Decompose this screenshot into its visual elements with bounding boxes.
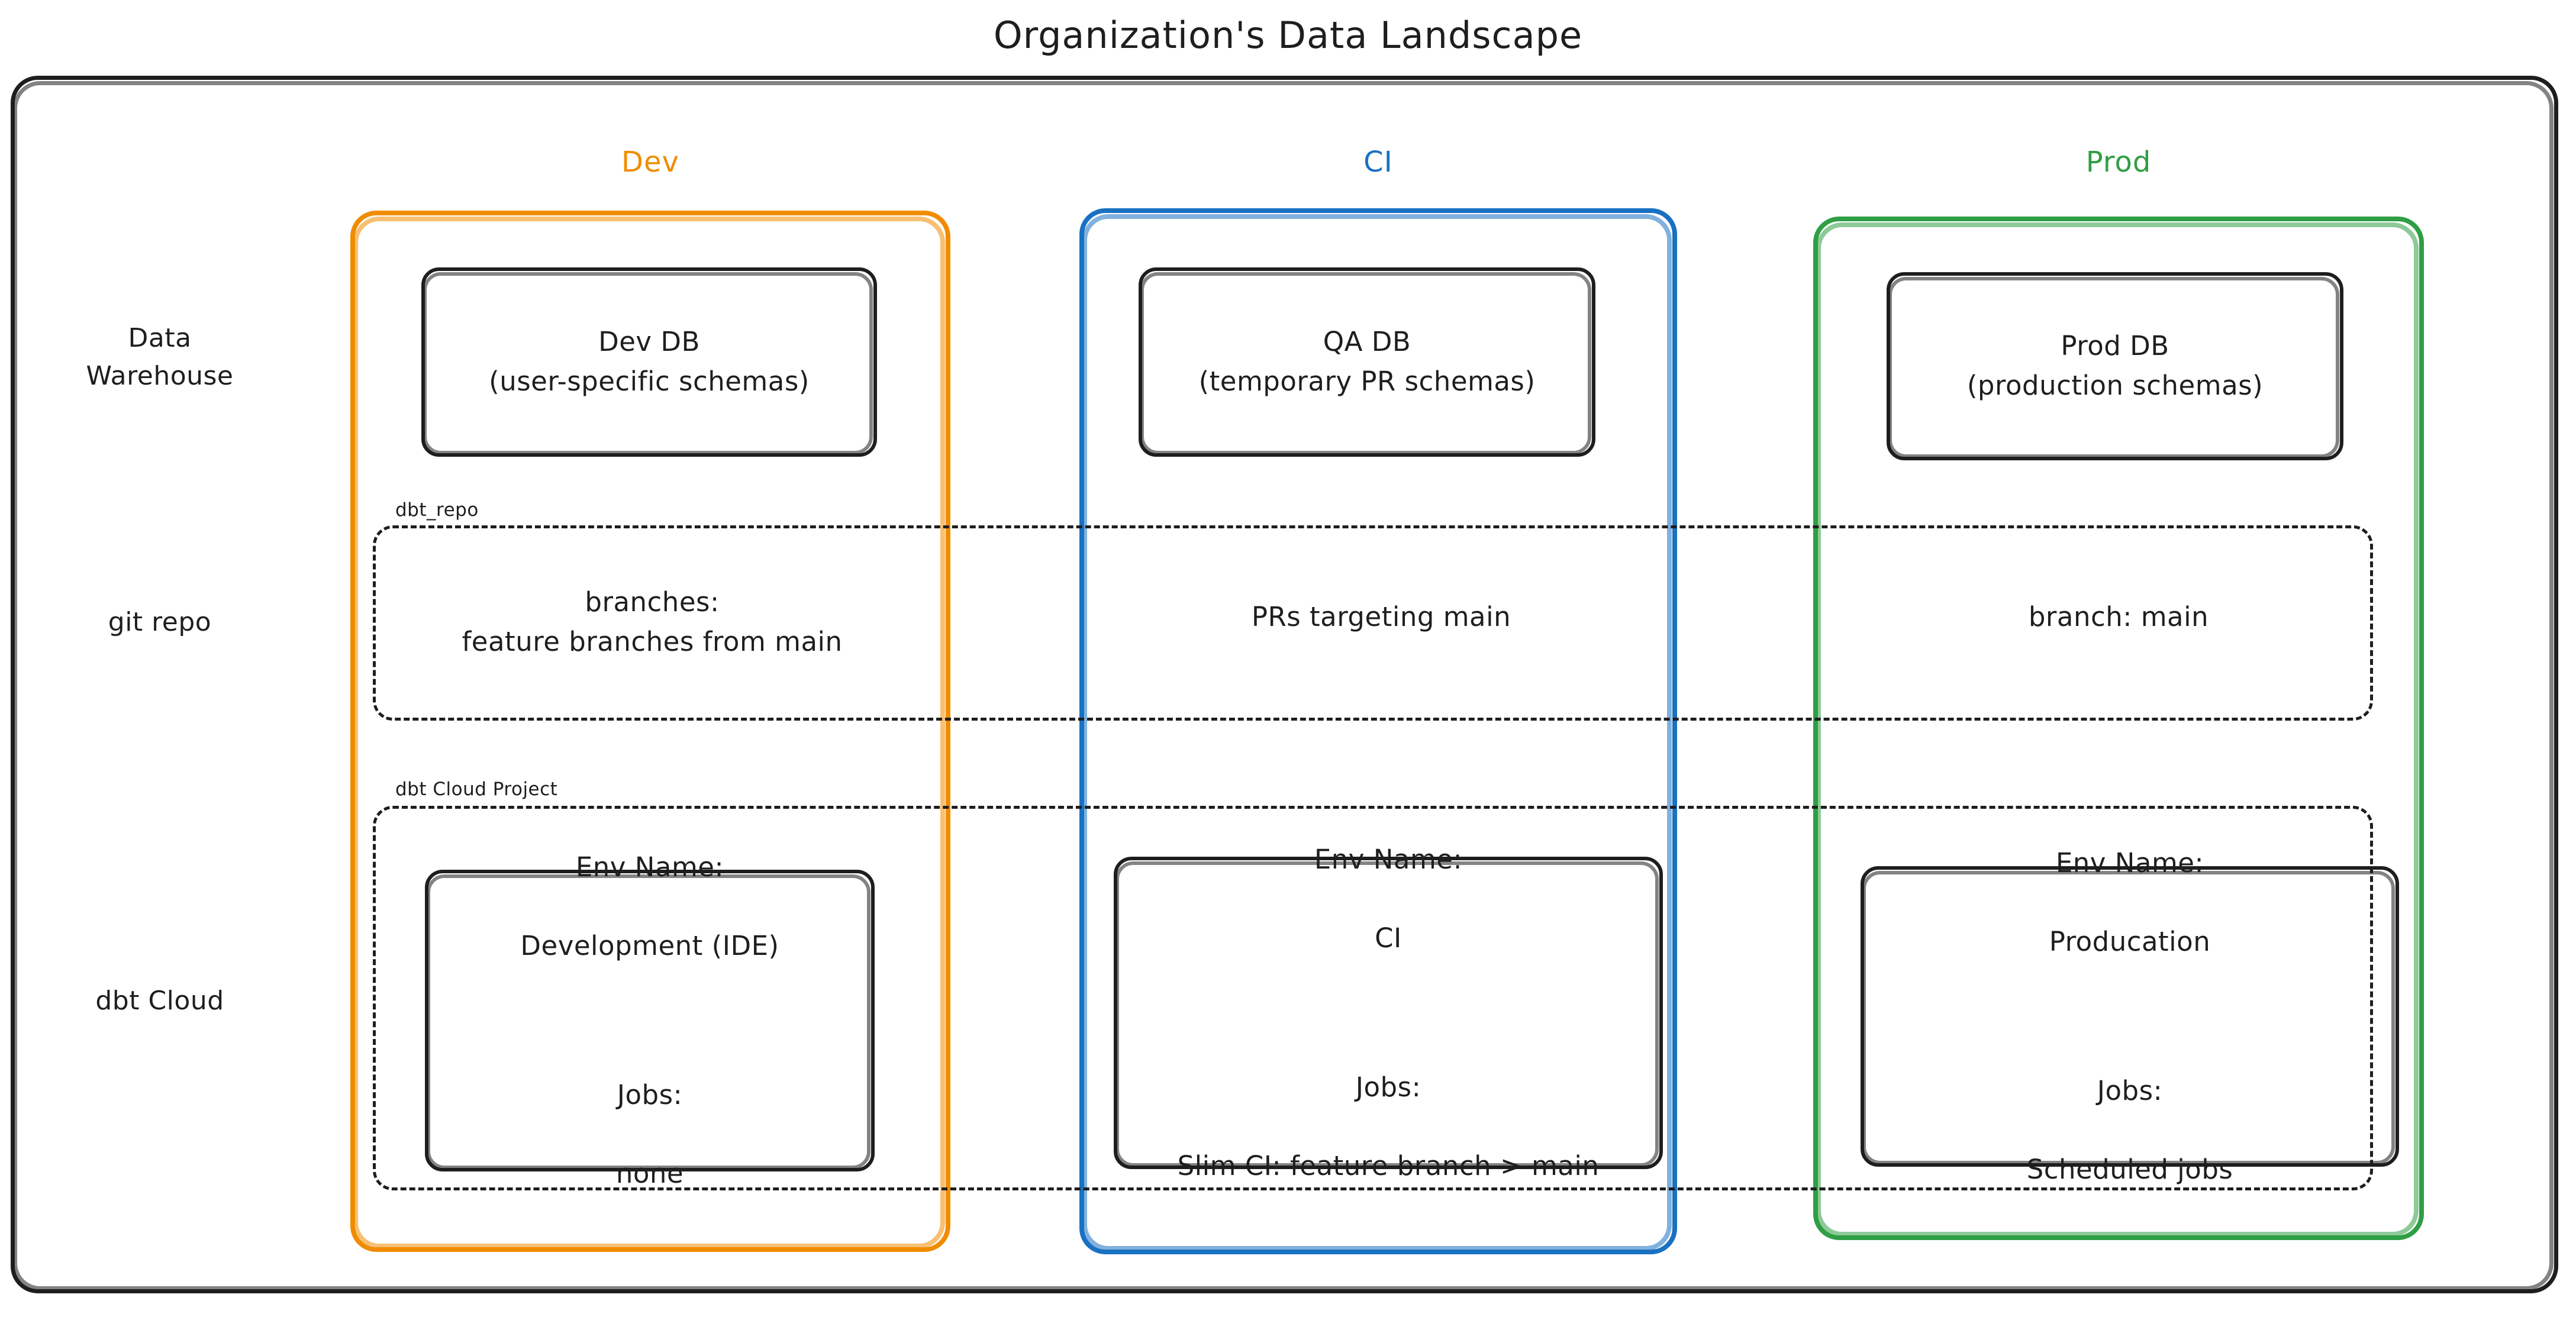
data-warehouse-box-prod[interactable]: Prod DB (production schemas) [1887,272,2343,460]
dbt-spacer-prod [2027,1001,2233,1032]
git-repo-label-dev: branches: feature branches from main [462,586,843,657]
row-label-dbt-cloud: dbt Cloud [95,986,224,1016]
dbt-jobs-value-ci: Slim CI: feature branch > main [1177,1150,1600,1182]
dbt-cloud-env-box-dev[interactable]: Env Name: Development (IDE) Jobs: none [425,851,875,1189]
dbt-jobs-label-ci: Jobs: [1355,1071,1421,1103]
dbt-cloud-env-box-prod[interactable]: Env Name: Producation Jobs: Scheduled jo… [1861,847,2399,1185]
data-warehouse-box-ci[interactable]: QA DB (temporary PR schemas) [1139,267,1595,457]
env-column-dev [350,211,950,1252]
dbt-env-name-value-prod: Producation [2049,925,2211,957]
env-column-ci [1079,208,1677,1254]
data-warehouse-label-prod: Prod DB (production schemas) [1966,330,2264,401]
dbt-jobs-label-prod: Jobs: [2097,1074,2163,1106]
git-repo-label-prod: branch: main [2028,601,2209,632]
landscape-outer-frame [11,76,2558,1293]
dbt-env-name-label-prod: Env Name: [2055,847,2204,879]
dbt-jobs-value-prod: Scheduled jobs [2026,1153,2233,1185]
env-header-prod: Prod [2085,146,2152,179]
group-container-dbt-cloud-project [373,806,2373,1190]
dbt-jobs-value-dev: none [615,1157,684,1189]
group-tag-dbt-repo: dbt_repo [395,499,479,521]
dbt-cloud-details-ci: Env Name: CI Jobs: Slim CI: feature bran… [1178,800,1600,1225]
data-warehouse-label-ci: QA DB (temporary PR schemas) [1198,326,1536,397]
dbt-spacer-ci [1178,998,1600,1028]
dbt-env-name-value-dev: Development (IDE) [520,929,779,961]
row-label-data-warehouse: Data Warehouse [86,323,234,391]
dbt-cloud-details-dev: Env Name: Development (IDE) Jobs: none [520,808,779,1233]
dbt-env-name-value-ci: CI [1375,922,1402,954]
data-warehouse-label-dev: Dev DB (user-specific schemas) [489,326,810,397]
env-header-dev: Dev [621,146,679,179]
dbt-jobs-label-dev: Jobs: [617,1079,683,1111]
git-repo-label-ci: PRs targeting main [1251,601,1511,632]
data-warehouse-box-dev[interactable]: Dev DB (user-specific schemas) [421,267,877,457]
group-tag-dbt-cloud-project: dbt Cloud Project [395,779,558,800]
env-header-ci: CI [1363,146,1393,179]
env-column-prod [1813,217,2424,1240]
dbt-cloud-env-box-ci[interactable]: Env Name: CI Jobs: Slim CI: feature bran… [1114,844,1663,1182]
dbt-env-name-label-ci: Env Name: [1314,843,1463,875]
group-container-dbt-repo [373,525,2373,721]
dbt-cloud-details-prod: Env Name: Producation Jobs: Scheduled jo… [2027,804,2233,1229]
page-title: Organization's Data Landscape [993,14,1583,57]
dbt-env-name-label-dev: Env Name: [575,851,724,883]
row-label-git-repo: git repo [108,607,212,637]
dbt-spacer-dev [520,1005,779,1036]
